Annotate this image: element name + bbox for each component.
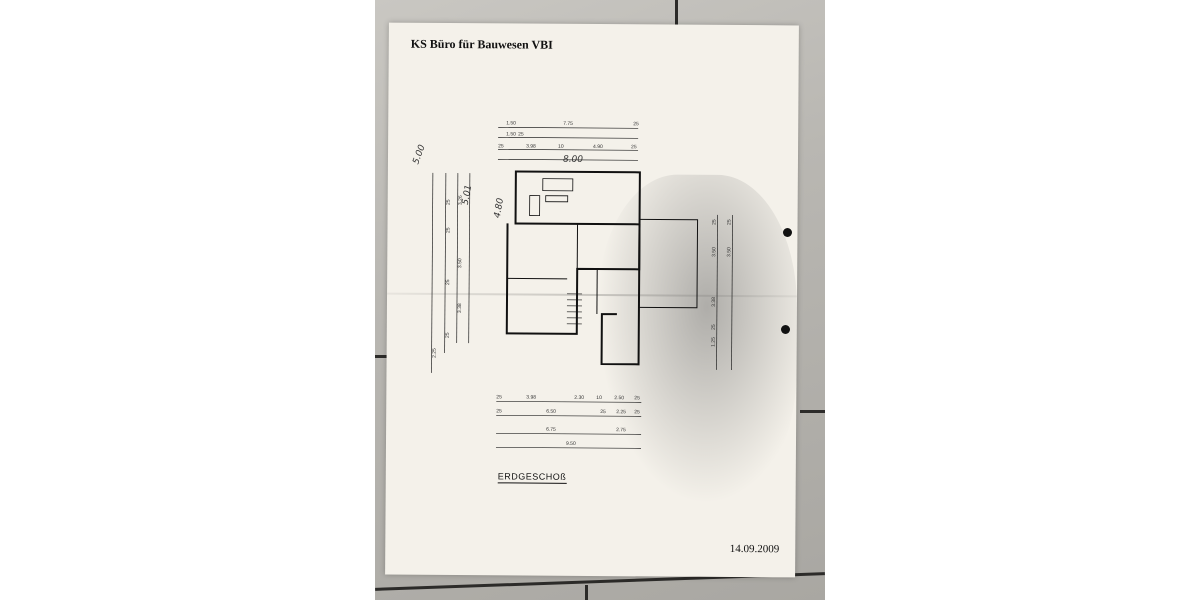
stairs [566, 293, 583, 325]
floor-grout [375, 355, 389, 358]
dim-right: 25 [712, 219, 718, 225]
dim-left: 25 [446, 199, 452, 205]
punch-hole [781, 325, 790, 334]
top-dimension-text: 1.50 7.75 25 1.50 25 25 3.98 10 4.90 25 [498, 120, 639, 150]
floor-label: ERDGESCHOß [497, 471, 567, 484]
dim-bottom: 25 [496, 408, 502, 414]
dim-bottom: 9.50 [566, 441, 576, 447]
dim-left: 3.50 [457, 258, 463, 268]
floor-grout [675, 0, 678, 28]
document-date: 14.09.2009 [729, 542, 780, 556]
left-dimension-text: 25 3.26 25 3.50 25 3.38 25 2.25 [432, 195, 464, 358]
top-dimension-lines [497, 126, 639, 161]
dim-top: 1.50 [506, 120, 516, 126]
dim-bottom: 6.75 [546, 427, 556, 433]
dim-top: 10 [558, 144, 564, 150]
dim-right: 3.38 [711, 297, 717, 307]
dim-right: 25 [711, 324, 717, 330]
handwritten-note: 4.80 [493, 197, 507, 219]
dim-right: 3.50 [726, 247, 732, 257]
dim-left: 2.25 [432, 348, 438, 358]
dim-bottom: 2.25 [616, 409, 626, 415]
dim-top: 25 [633, 121, 639, 127]
dim-top: 1.50 [506, 131, 516, 137]
paper-sheet: KS Büro für Bauwesen VBI 1.50 7.75 25 1.… [385, 22, 799, 578]
dim-top: 25 [498, 143, 504, 149]
handwritten-notes: 5.00 4.80 5.01 8.00 [411, 143, 583, 219]
right-dimension-text: 25 3.50 25 3.50 3.38 25 1.25 [711, 219, 733, 347]
punch-hole [783, 228, 792, 237]
floor-grout [585, 585, 588, 600]
document-photo: KS Büro für Bauwesen VBI 1.50 7.75 25 1.… [375, 0, 825, 600]
dim-bottom: 6.50 [546, 409, 556, 415]
handwritten-note: 5.01 [461, 184, 474, 206]
dim-left: 3.26 [458, 195, 464, 205]
dim-right: 1.25 [711, 337, 717, 347]
dim-left: 25 [445, 279, 451, 285]
dim-top: 3.98 [526, 144, 536, 150]
dim-right: 25 [727, 219, 733, 225]
dim-bottom: 25 [496, 394, 502, 400]
dim-bottom: 25 [634, 395, 640, 401]
floor-grout [800, 410, 825, 413]
dim-left: 3.38 [457, 303, 463, 313]
dim-bottom: 3.98 [526, 395, 536, 401]
dim-top: 7.75 [563, 121, 573, 127]
dim-right: 3.50 [711, 247, 717, 257]
dim-top: 25 [518, 131, 524, 137]
bottom-dimension-text: 25 3.98 2.30 10 2.50 25 25 6.50 25 2.25 … [496, 394, 640, 447]
dim-bottom: 25 [634, 409, 640, 415]
dim-left: 25 [445, 227, 451, 233]
right-dimension-lines [716, 214, 733, 370]
floor-plan-drawing: 1.50 7.75 25 1.50 25 25 3.98 10 4.90 25 … [411, 120, 733, 449]
furniture [529, 178, 574, 217]
dim-bottom: 2.75 [616, 427, 626, 433]
dim-bottom: 2.50 [614, 395, 624, 401]
dim-bottom: 10 [596, 395, 602, 401]
dim-top: 4.90 [593, 144, 603, 150]
left-dimension-lines [431, 172, 471, 373]
dim-bottom: 2.30 [574, 395, 584, 401]
dim-left: 25 [445, 332, 451, 338]
dim-top: 25 [631, 144, 637, 150]
handwritten-note: 8.00 [563, 155, 583, 165]
bottom-dimension-lines [495, 400, 642, 449]
handwritten-note: 5.00 [411, 143, 427, 166]
dim-bottom: 25 [600, 409, 606, 415]
walls [505, 170, 699, 366]
